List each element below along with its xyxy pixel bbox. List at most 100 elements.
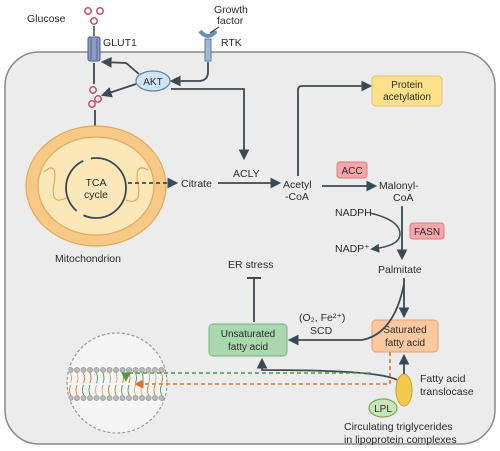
lipid-tail <box>82 384 84 396</box>
nadph-cofactor-arc <box>369 212 401 253</box>
glucose-molecules-inside <box>88 86 102 108</box>
lipid-head <box>119 395 126 401</box>
fatty-acid-translocase-label-line1: Fatty acid <box>420 373 466 385</box>
translocase-to-unsaturated-arrow <box>256 357 398 381</box>
fatty-acid-translocase <box>395 373 413 407</box>
lipid-head <box>100 395 106 401</box>
lipid-tail <box>83 372 85 384</box>
nadp-label: NADP⁺ <box>335 243 370 255</box>
lipid-head <box>100 367 106 373</box>
saturated-label-line1: Saturated <box>383 325 426 336</box>
palmitate-to-unsaturated-arrow <box>287 283 405 346</box>
fasn-enzyme-box <box>409 222 445 240</box>
lipid-head <box>145 395 152 401</box>
lipid-head <box>74 367 80 373</box>
lipid-tail <box>148 372 150 384</box>
lipid-tail <box>88 384 91 396</box>
lipid-tail <box>96 372 98 384</box>
akt-to-acly-arrow <box>171 88 250 161</box>
lipid-tail <box>147 384 149 396</box>
acc-label: ACC <box>341 166 362 177</box>
protein-acetylation-box <box>371 75 443 107</box>
lpl-node <box>368 398 398 418</box>
lipid-head <box>139 395 145 401</box>
fatty-acid-translocase-label-line2: translocase <box>420 386 474 398</box>
lipid-tail <box>75 384 78 396</box>
acly-label: ACLY <box>233 168 260 180</box>
lipid-head <box>93 395 100 401</box>
lipid-head <box>87 367 93 373</box>
lipid-tail <box>161 372 163 384</box>
lipid-head <box>74 395 80 401</box>
circulating-triglycerides-label-line1: Circulating triglycerides <box>344 421 453 433</box>
lipid-tail <box>95 384 97 396</box>
mitochondrion <box>25 125 167 247</box>
lipid-tail <box>160 384 162 396</box>
protein-acetylation-label-line2: acetylation <box>383 92 431 103</box>
lipid-head <box>126 367 132 373</box>
palmitate-label: Palmitate <box>378 264 422 276</box>
acc-enzyme-box <box>336 161 368 179</box>
lipid-tail <box>115 372 118 384</box>
malonyl-coa-label-line2: CoA <box>393 192 413 204</box>
er-stress-label: ER stress <box>228 259 274 271</box>
lipid-heads-bottom <box>67 395 167 401</box>
unsaturated-to-membrane-dashed-arrow <box>121 372 371 382</box>
o2-fe-label: (O₂, Fe²⁺) <box>299 312 345 324</box>
saturated-label-line2: fatty acid <box>385 338 425 349</box>
lipid-tail <box>127 384 130 396</box>
lipid-tail <box>114 384 117 396</box>
lipid-head <box>80 367 87 373</box>
tca-label-line1: TCA <box>86 177 107 189</box>
growth-factor-label-line2: factor <box>217 15 244 27</box>
lipid-tail <box>109 372 111 384</box>
lpl-label: LPL <box>374 404 392 415</box>
lipid-head <box>80 395 87 401</box>
glut1-transporter <box>87 36 101 62</box>
lipid-head <box>119 367 126 373</box>
glucose-molecules-outside <box>84 7 104 25</box>
lipid-head <box>158 367 165 373</box>
lipid-tail <box>153 384 156 396</box>
unsaturated-label-line2: fatty acid <box>228 342 268 353</box>
scd-label: SCD <box>310 325 333 337</box>
tca-label-line2: cycle <box>84 189 108 201</box>
rtk-receptor <box>198 29 218 62</box>
unsaturated-label-line1: Unsaturated <box>221 329 275 340</box>
akt-label: AKT <box>143 77 162 88</box>
lipid-tail <box>101 384 104 396</box>
lipid-head <box>139 367 145 373</box>
lipid-tails <box>69 372 167 396</box>
lipid-tail <box>154 372 157 384</box>
malonyl-coa-label-line1: Malonyl- <box>379 180 419 192</box>
lipid-heads-top <box>67 367 167 373</box>
lipid-head <box>132 395 139 401</box>
citrate-label: Citrate <box>181 178 212 190</box>
membrane-magnifier <box>66 332 168 434</box>
lipid-head <box>106 395 113 401</box>
unsaturated-fatty-acid-box <box>208 323 288 357</box>
glut1-label: GLUT1 <box>103 37 137 49</box>
rtk-to-akt-arrow <box>169 62 209 87</box>
lipid-head <box>113 395 119 401</box>
lipid-head <box>93 367 100 373</box>
lipid-tail <box>102 372 105 384</box>
growth-factor-binding-line <box>209 26 220 34</box>
lipid-tail <box>121 384 123 396</box>
lipid-tail <box>69 384 71 396</box>
lipid-head <box>126 395 132 401</box>
akt-to-glut1-arrow <box>100 56 140 75</box>
acetyl-coa-label-line1: Acetyl <box>283 179 312 191</box>
nadph-label: NADPH <box>335 207 372 219</box>
lipid-head <box>152 367 158 373</box>
lipid-head <box>145 367 152 373</box>
rtk-label: RTK <box>221 37 242 49</box>
lipid-head <box>106 367 113 373</box>
fasn-label: FASN <box>414 227 440 238</box>
growth-factor-label-line1: Growth <box>214 4 248 16</box>
lipid-tail <box>108 384 110 396</box>
glucose-label: Glucose <box>27 13 66 25</box>
saturated-to-membrane-dashed-arrow <box>134 352 391 389</box>
acetylcoa-to-protein-acetylation-arrow <box>297 80 373 176</box>
